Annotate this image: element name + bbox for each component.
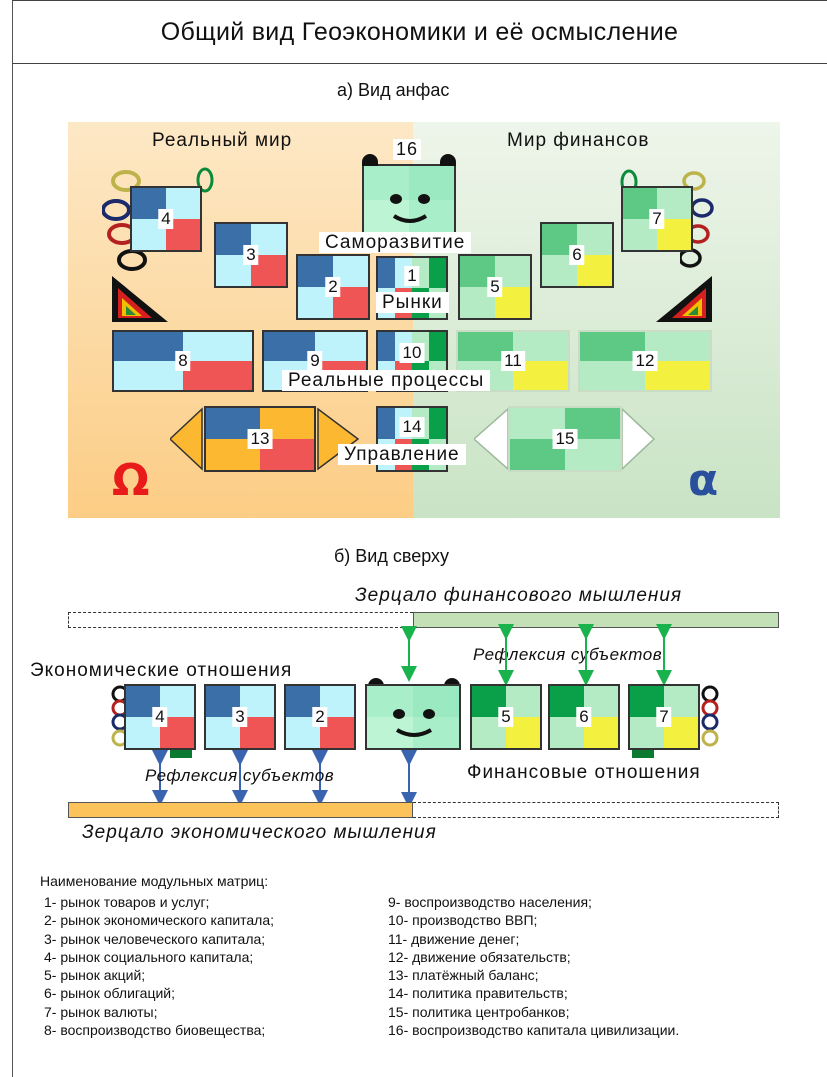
legend-item: 11- движение денег; [388, 930, 520, 947]
pyramid-right-icon [656, 276, 712, 322]
top-view-arrows [152, 624, 672, 808]
level-real-processes: Реальные процессы [282, 370, 491, 391]
tile-5: 5 [458, 254, 532, 320]
omega-symbol: Ω [112, 455, 150, 506]
financial-relations-label: Финансовые отношения [467, 762, 701, 783]
tile-7-number: 7 [649, 209, 665, 229]
tile-2-number: 2 [325, 277, 341, 297]
top-tile-4: 4 [124, 684, 196, 750]
top-tile-3-number: 3 [232, 707, 248, 727]
tile-12-number: 12 [632, 351, 658, 371]
tile-8: 8 [112, 330, 254, 392]
tile-15: 15 [508, 406, 622, 472]
tile-9-number: 9 [307, 351, 323, 371]
top-tile-face [365, 684, 461, 750]
legend-right-column: 9- воспроизводство населения; 10- произв… [388, 893, 679, 1039]
front-view-panel [68, 122, 780, 518]
legend-item: 8- воспроизводство биовещества; [44, 1022, 266, 1039]
top-tile-3: 3 [204, 684, 276, 750]
finance-world-label: Мир финансов [507, 130, 650, 151]
top-tile-2-number: 2 [312, 707, 328, 727]
tile-2: 2 [296, 254, 370, 320]
top-smile-face-icon [393, 709, 435, 737]
tile-12: 12 [578, 330, 712, 392]
legend-item: 9- воспроизводство населения; [388, 894, 592, 910]
tile-16-face [362, 164, 456, 236]
top-tile-6-number: 6 [576, 707, 592, 727]
mirror-economy-bar [68, 802, 413, 818]
legend-item: 16- воспроизводство капитала цивилизации… [388, 1022, 680, 1039]
tile-8-number: 8 [175, 351, 191, 371]
mirror-finance-dashed [68, 612, 413, 628]
legend-item: 10- производство ВВП; [388, 912, 538, 929]
front-view-heading: а) Вид анфас [337, 80, 450, 100]
reflexion-top-label: Рефлексия субъектов [473, 645, 663, 664]
legend-item: 14- политика правительств; [388, 985, 568, 1002]
mirror-economy-label: Зерцало экономического мышления [82, 822, 437, 843]
tile-10-number: 10 [399, 342, 425, 363]
page-title: Общий вид Геоэкономики и её осмысление [12, 0, 827, 64]
top-tile-5: 5 [470, 684, 542, 750]
top-tile-2: 2 [284, 684, 356, 750]
legend-item: 13- платёжный баланс; [388, 967, 539, 984]
tile-6-number: 6 [569, 245, 585, 265]
legend-item: 6- рынок облигаций; [44, 985, 176, 1002]
ring-green-left-icon [196, 167, 214, 193]
tile-4-number: 4 [158, 209, 174, 229]
top-tile-7-number: 7 [656, 707, 672, 727]
legend-heading: Наименование модульных матриц: [40, 873, 269, 889]
mirror-economy-dashed [413, 802, 779, 818]
face-ear-right [440, 154, 456, 166]
reflexion-bottom-label: Рефлексия субъектов [145, 766, 335, 785]
level-self-development: Саморазвитие [319, 232, 472, 253]
top-tile-6: 6 [548, 684, 620, 750]
tile-5-number: 5 [487, 277, 503, 297]
pyramid-left-icon [112, 276, 168, 322]
legend-item: 3- рынок человеческого капитала; [44, 930, 266, 947]
legend-item: 5- рынок акций; [44, 967, 146, 984]
tile-14-number: 13 [247, 429, 273, 449]
legend-item: 4- рынок социального капитала; [44, 948, 254, 965]
tile-3: 3 [214, 222, 288, 288]
tile-13-number: 14 [399, 416, 425, 437]
tile-14: 13 [204, 406, 316, 472]
top-tile-4-tab [170, 750, 192, 758]
economic-relations-label: Экономические отношения [30, 660, 293, 681]
top-tile-7: 7 [628, 684, 700, 750]
tile-3-number: 3 [243, 245, 259, 265]
tile-1-number: 1 [404, 266, 420, 286]
level-markets: Рынки [376, 292, 449, 313]
top-tile-7-tab [632, 750, 654, 758]
legend-left-column: 1- рынок товаров и услуг; 2- рынок эконо… [44, 893, 274, 1039]
legend-item: 7- рынок валюты; [44, 1003, 158, 1020]
tile-4: 4 [130, 186, 202, 252]
real-world-label: Реальный мир [152, 130, 293, 151]
tile-6: 6 [540, 222, 614, 288]
tile-11-number: 11 [501, 351, 525, 371]
page-frame [12, 0, 13, 1077]
legend-item: 2- рынок экономического капитала; [44, 912, 275, 929]
tile-7: 7 [621, 186, 693, 252]
legend-item: 15- политика центробанков; [388, 1003, 570, 1020]
top-view-heading: б) Вид сверху [334, 546, 450, 566]
top-tile-5-number: 5 [498, 707, 514, 727]
tile-15-number: 15 [552, 429, 578, 449]
rings-top-right-icon [701, 685, 719, 747]
mirror-finance-label: Зерцало финансового мышления [355, 585, 683, 606]
smile-face-icon [390, 194, 430, 223]
face-ear-left [362, 154, 378, 166]
top-tile-4-number: 4 [152, 707, 168, 727]
tile-16-number: 16 [393, 139, 422, 160]
legend-item: 12- движение обязательств; [388, 948, 571, 965]
tile-14-arrows-icon [170, 407, 360, 471]
legend-item: 1- рынок товаров и услуг; [44, 894, 210, 910]
alpha-symbol: α [688, 455, 719, 506]
level-management: Управление [338, 444, 466, 465]
